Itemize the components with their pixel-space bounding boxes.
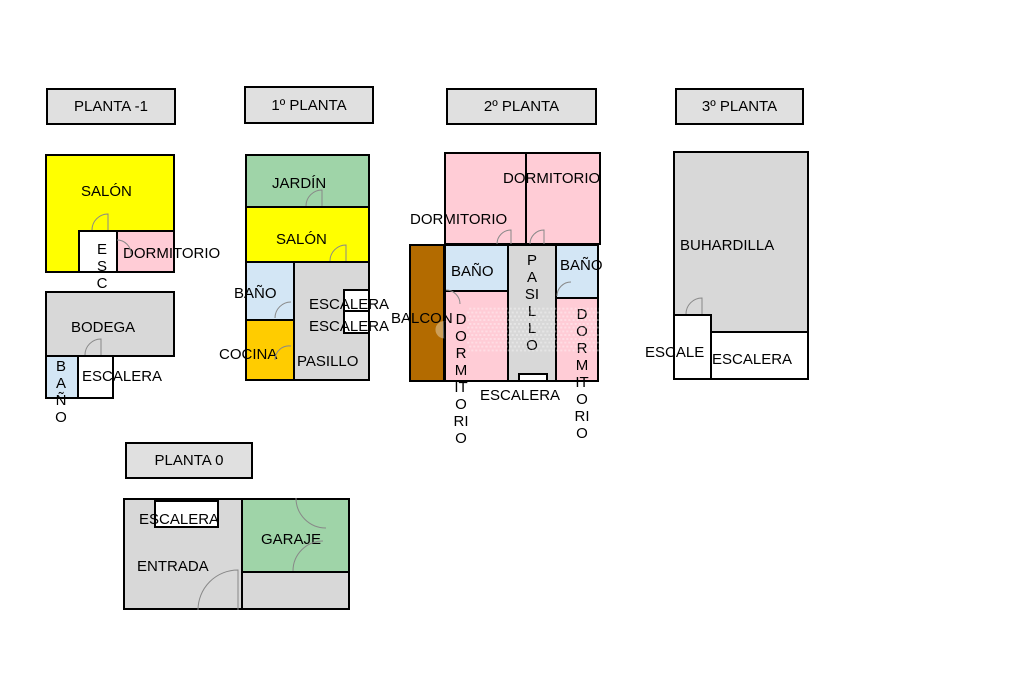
watermark: ◐ ▒▒▒▒▒ — [432, 306, 609, 350]
title-planta-1: 1º PLANTA — [244, 86, 374, 124]
label-cocina-1: COCINA — [219, 346, 278, 363]
label-escalera-1a: ESCALERA — [309, 296, 390, 313]
title-planta-2-label: 2º PLANTA — [483, 98, 560, 115]
label-bano-2-left: BAÑO — [451, 263, 494, 280]
label-escalera-m1: ESCALERA — [82, 368, 163, 385]
room-cocina-1 — [245, 319, 295, 381]
label-escalera-2: ESCALERA — [480, 387, 561, 404]
room-jardin-1 — [245, 154, 370, 208]
title-planta-m1-label: PLANTA -1 — [74, 98, 148, 115]
escalera-divider-1 — [343, 310, 370, 312]
label-pasillo-1: PASILLO — [297, 353, 359, 370]
label-salon-m1: SALÓN — [81, 183, 132, 200]
title-planta-2: 2º PLANTA — [446, 88, 597, 125]
room-bano-m1 — [45, 355, 79, 399]
room-escalera-3 — [710, 331, 809, 380]
label-pasillo-2: PASILLO — [524, 252, 540, 354]
room-esc-m1 — [78, 230, 118, 273]
title-planta-m1: PLANTA -1 — [46, 88, 176, 125]
label-dormitorio-2-v2: DORMITORIO — [574, 306, 590, 442]
room-dormitorio-2d — [555, 297, 599, 382]
room-bano-2b — [555, 244, 599, 299]
room-salon-1 — [245, 206, 370, 263]
label-esc-m1: ESC — [96, 241, 108, 292]
room-escalera-0 — [154, 500, 219, 528]
room-escalera-m1 — [77, 355, 114, 399]
label-garaje-0: GARAJE — [261, 531, 322, 548]
label-escalera-3: ESCALERA — [712, 351, 793, 368]
label-dormitorio-2-top: DORMITORIO — [503, 170, 601, 187]
label-salon-1: SALÓN — [276, 231, 327, 248]
label-bano-2-right: BAÑO — [560, 257, 603, 274]
label-entrada-0: ENTRADA — [137, 558, 209, 575]
label-dormitorio-2-v1: DORMITORIO — [453, 311, 469, 447]
room-dormitorio-2c — [444, 290, 509, 382]
label-bano-1: BAÑO — [234, 285, 277, 302]
label-bodega-m1: BODEGA — [71, 319, 136, 336]
title-planta-0: PLANTA 0 — [125, 442, 253, 479]
room-garaje-lower-0 — [241, 571, 350, 610]
label-escalera-0: ESCALERA — [139, 511, 220, 528]
label-jardin-1: JARDÍN — [272, 175, 327, 192]
room-dormitorio-2b — [525, 152, 601, 245]
title-planta-3: 3º PLANTA — [675, 88, 804, 125]
title-planta-3-label: 3º PLANTA — [701, 98, 778, 115]
label-bano-m1: BAÑO — [55, 358, 67, 426]
room-bodega-m1 — [45, 291, 175, 357]
room-dormitorio-2a — [444, 152, 527, 245]
label-balcon-2: BALCON — [391, 310, 453, 327]
title-planta-0-label: PLANTA 0 — [154, 452, 224, 469]
label-escale-3: ESCALE — [645, 344, 705, 361]
label-dormitorio-2-left: DORMITORIO — [410, 211, 508, 228]
label-buhardilla-3: BUHARDILLA — [680, 237, 775, 254]
room-balcon-2 — [409, 244, 445, 382]
label-dormitorio-m1: DORMITORIO — [123, 245, 221, 262]
title-planta-1-label: 1º PLANTA — [271, 96, 347, 114]
room-escalera-2 — [518, 373, 548, 382]
label-escalera-1b: ESCALERA — [309, 318, 390, 335]
